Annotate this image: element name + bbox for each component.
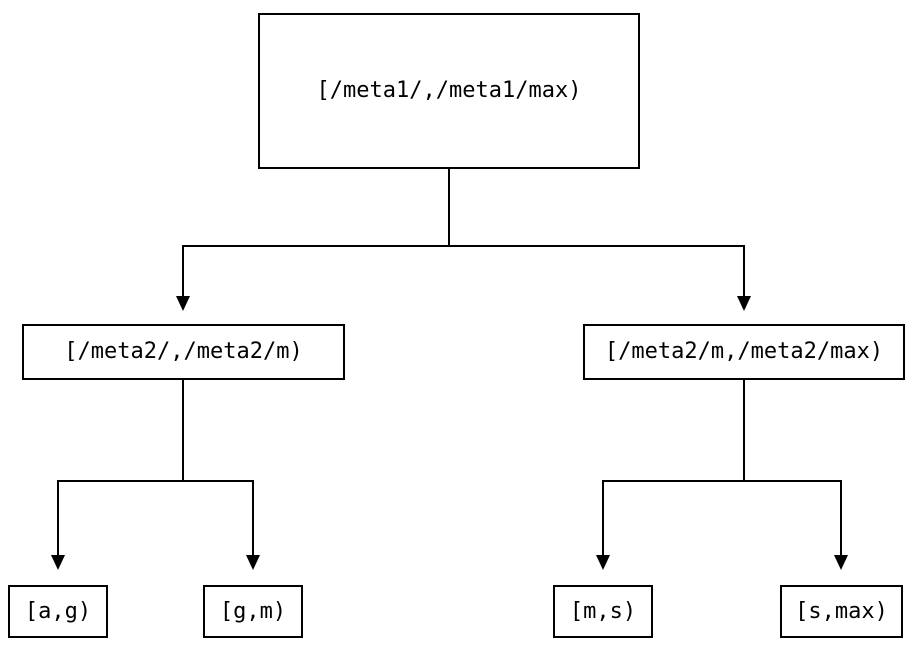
tree-node-leaf-m-s: [m,s) (553, 585, 653, 638)
tree-node-leaf-g-m: [g,m) (203, 585, 303, 638)
tree-node-leaf-a-g: [a,g) (8, 585, 108, 638)
tree-node-label: [/meta2/m,/meta2/max) (604, 339, 884, 364)
tree-node-label: [s,max) (795, 598, 888, 624)
edge-root-to-level2 (176, 169, 751, 311)
tree-node-label: [g,m) (219, 598, 287, 624)
tree-node-label: [/meta1/,/meta1/max) (316, 78, 582, 103)
tree-node-meta2-lower: [/meta2/,/meta2/m) (22, 324, 345, 380)
tree-node-label: [a,g) (24, 598, 92, 624)
tree-node-label: [/meta2/,/meta2/m) (64, 339, 303, 364)
arrowhead-icon (246, 555, 260, 570)
arrowhead-icon (596, 555, 610, 570)
tree-node-meta2-upper: [/meta2/m,/meta2/max) (583, 324, 905, 380)
arrowhead-icon (737, 296, 751, 311)
edge-left-to-leaves (51, 380, 260, 570)
edge-right-to-leaves (596, 380, 848, 570)
tree-node-label: [m,s) (569, 598, 637, 624)
arrowhead-icon (176, 296, 190, 311)
arrowhead-icon (51, 555, 65, 570)
arrowhead-icon (834, 555, 848, 570)
tree-node-leaf-s-max: [s,max) (780, 585, 903, 638)
tree-node-root: [/meta1/,/meta1/max) (258, 13, 640, 169)
